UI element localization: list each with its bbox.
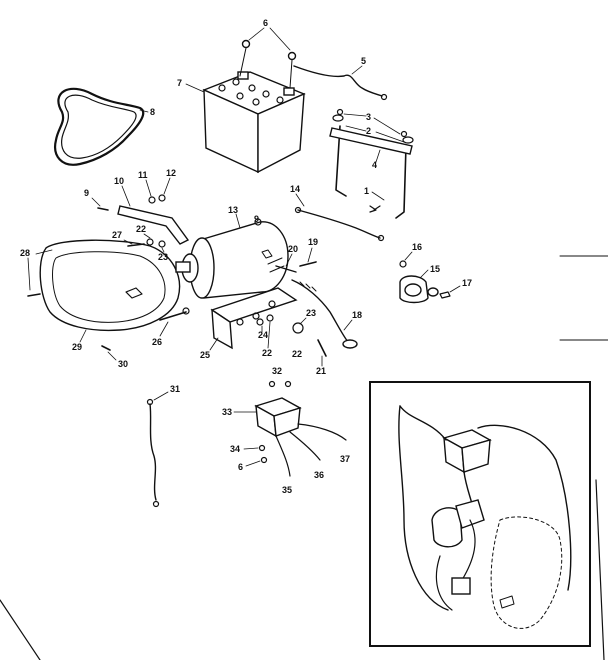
callout-6-top: 6 (263, 18, 268, 28)
callout-7: 7 (177, 78, 182, 88)
callout-24: 24 (258, 330, 268, 340)
callout-23-top: 23 (158, 252, 168, 262)
callout-31: 31 (170, 384, 180, 394)
callout-14: 14 (290, 184, 300, 194)
callout-10: 10 (114, 176, 124, 186)
callout-8: 8 (150, 107, 155, 117)
battery-icon (202, 71, 306, 174)
callout-4: 4 (372, 160, 377, 170)
callout-29: 29 (72, 342, 82, 352)
callout-9-left: 9 (84, 188, 89, 198)
starter-generator-icon (175, 218, 289, 299)
callout-25: 25 (200, 350, 210, 360)
callout-3: 3 (366, 112, 371, 122)
callout-32: 32 (272, 366, 282, 376)
callout-2: 2 (366, 126, 371, 136)
callout-18: 18 (352, 310, 362, 320)
callout-20: 20 (288, 244, 298, 254)
wiring-schematic-icon (369, 381, 591, 647)
callout-1: 1 (364, 186, 369, 196)
battery-cable-icon (293, 65, 388, 101)
callout-17: 17 (462, 278, 472, 288)
mounting-bracket-icon (210, 287, 298, 350)
callout-34: 34 (230, 444, 240, 454)
callout-36: 36 (314, 470, 324, 480)
hold-down-assembly (329, 108, 414, 219)
callout-30: 30 (118, 359, 128, 369)
callout-16: 16 (412, 242, 422, 252)
callout-15: 15 (430, 264, 440, 274)
callout-27: 27 (112, 230, 122, 240)
ignition-switch-icon (399, 260, 451, 304)
drive-belt-icon (54, 87, 145, 166)
callout-35: 35 (282, 485, 292, 495)
callout-5: 5 (361, 56, 366, 66)
callout-26: 26 (152, 337, 162, 347)
callout-12: 12 (166, 168, 176, 178)
belt-guard-icon (39, 239, 181, 332)
callout-28: 28 (20, 248, 30, 258)
callout-33: 33 (222, 407, 232, 417)
callout-9-right: 9 (254, 214, 259, 224)
callout-19: 19 (308, 237, 318, 247)
callout-22-right: 22 (292, 349, 302, 359)
callout-37: 37 (340, 454, 350, 464)
callout-22-bottom: 22 (262, 348, 272, 358)
callout-23-bottom: 23 (306, 308, 316, 318)
callout-11: 11 (138, 170, 148, 180)
callout-6-bottom: 6 (238, 462, 243, 472)
voltage-regulator-icon (254, 380, 347, 477)
callout-13: 13 (228, 205, 238, 215)
callout-21: 21 (316, 366, 326, 376)
callout-22-top: 22 (136, 224, 146, 234)
